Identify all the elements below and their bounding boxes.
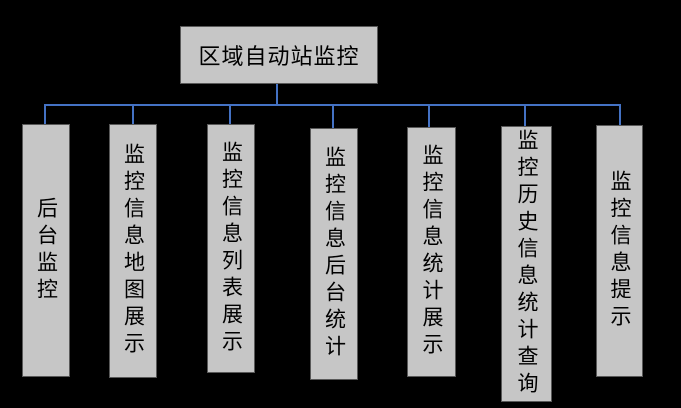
leaf-node-list-display: 监控信息列表展示 xyxy=(207,124,255,373)
leaf-node-backend-monitoring: 后台监控 xyxy=(22,124,70,377)
leaf-node-backend-statistics: 监控信息后台统计 xyxy=(310,128,358,380)
connector-drop-statistics-display xyxy=(428,104,430,127)
leaf-node-history-query: 监控历史信息统计查询 xyxy=(501,126,552,402)
leaf-node-label: 监控信息统计展示 xyxy=(420,144,444,360)
leaf-node-label: 监控信息提示 xyxy=(608,170,632,332)
connector-root-stem xyxy=(276,84,278,105)
connector-drop-backend-statistics xyxy=(332,104,334,128)
leaf-node-map-display: 监控信息地图展示 xyxy=(109,124,157,378)
connector-drop-history-query xyxy=(524,104,526,126)
leaf-node-label: 监控信息后台统计 xyxy=(322,146,347,362)
connector-drop-backend-monitoring xyxy=(44,104,46,124)
connector-drop-map-display xyxy=(132,104,134,124)
connector-drop-info-alert xyxy=(619,104,621,125)
root-node-label: 区域自动站监控 xyxy=(198,45,360,70)
leaf-node-label: 监控信息地图展示 xyxy=(121,143,146,359)
root-node: 区域自动站监控 xyxy=(180,26,378,84)
leaf-node-label: 监控历史信息统计查询 xyxy=(515,129,539,399)
leaf-node-label: 后台监控 xyxy=(34,196,59,305)
leaf-node-info-alert: 监控信息提示 xyxy=(596,125,643,377)
connector-drop-list-display xyxy=(229,104,231,124)
leaf-node-statistics-display: 监控信息统计展示 xyxy=(407,127,456,377)
leaf-node-label: 监控信息列表展示 xyxy=(219,140,244,357)
